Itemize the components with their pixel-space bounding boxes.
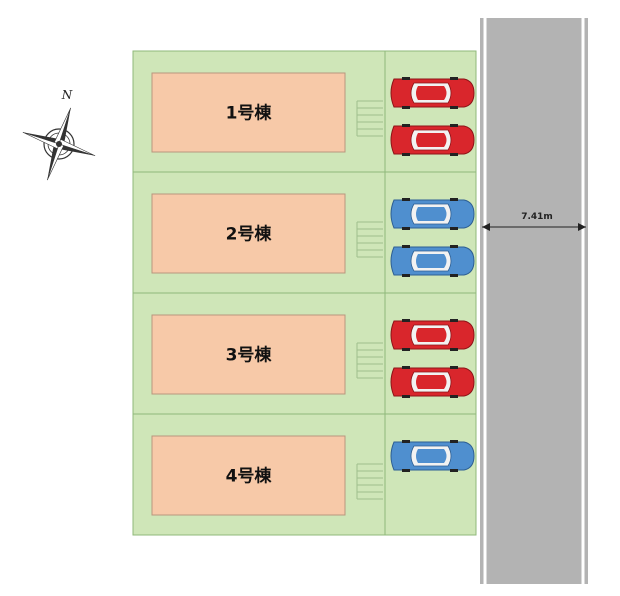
house-2 [151, 193, 346, 274]
car-blue-icon [390, 440, 475, 472]
car-blue-icon [390, 198, 475, 230]
dimension-arrow-right-icon [578, 223, 586, 231]
car-wheel [450, 440, 458, 443]
car-wheel [450, 124, 458, 127]
car-wheel [450, 348, 458, 351]
car-wheel [450, 395, 458, 398]
lot-3: 3号棟 [132, 292, 477, 415]
car-wheel [402, 106, 410, 109]
car-roof [416, 375, 447, 389]
car-roof [416, 328, 447, 342]
lots-layer: 1号棟 2号棟 3号棟 4号棟 [132, 50, 477, 536]
house-1 [151, 72, 346, 153]
car-wheel [402, 124, 410, 127]
road [480, 18, 588, 584]
compass-rose-icon [22, 107, 96, 181]
north-label: N [61, 88, 73, 102]
car-red-icon [390, 124, 475, 156]
road-surface [480, 18, 588, 584]
car-wheel [450, 469, 458, 472]
lot-1: 1号棟 [132, 50, 477, 173]
car-wheel [402, 198, 410, 201]
car-wheel [402, 77, 410, 80]
car-wheel [450, 198, 458, 201]
car-wheel [450, 77, 458, 80]
road-width-label: 7.41m [521, 212, 553, 222]
car-wheel [402, 227, 410, 230]
car-wheel [402, 348, 410, 351]
lot-4: 4号棟 [132, 413, 477, 536]
dimension-arrow-left-icon [482, 223, 490, 231]
car-wheel [402, 395, 410, 398]
car-wheel [402, 469, 410, 472]
car-red-icon [390, 319, 475, 351]
car-blue-icon [390, 245, 475, 277]
car-wheel [402, 440, 410, 443]
car-wheel [450, 319, 458, 322]
road-width-dimension: 7.41m [482, 212, 586, 231]
house-3 [151, 314, 346, 395]
car-wheel [450, 106, 458, 109]
car-roof [416, 449, 447, 463]
house-4-label: 4号棟 [226, 466, 273, 487]
car-wheel [402, 319, 410, 322]
car-wheel [402, 366, 410, 369]
car-red-icon [390, 77, 475, 109]
house-2-label: 2号棟 [226, 224, 273, 245]
house-4 [151, 435, 346, 516]
car-wheel [450, 153, 458, 156]
car-wheel [402, 153, 410, 156]
car-roof [416, 207, 447, 221]
house-1-label: 1号棟 [226, 103, 273, 124]
lot-2: 2号棟 [132, 171, 477, 294]
car-red-icon [390, 366, 475, 398]
house-3-label: 3号棟 [226, 345, 273, 366]
car-roof [416, 133, 447, 147]
car-wheel [450, 366, 458, 369]
car-roof [416, 254, 447, 268]
car-wheel [402, 245, 410, 248]
car-wheel [402, 274, 410, 277]
car-wheel [450, 227, 458, 230]
car-wheel [450, 245, 458, 248]
car-roof [416, 86, 447, 100]
car-wheel [450, 274, 458, 277]
